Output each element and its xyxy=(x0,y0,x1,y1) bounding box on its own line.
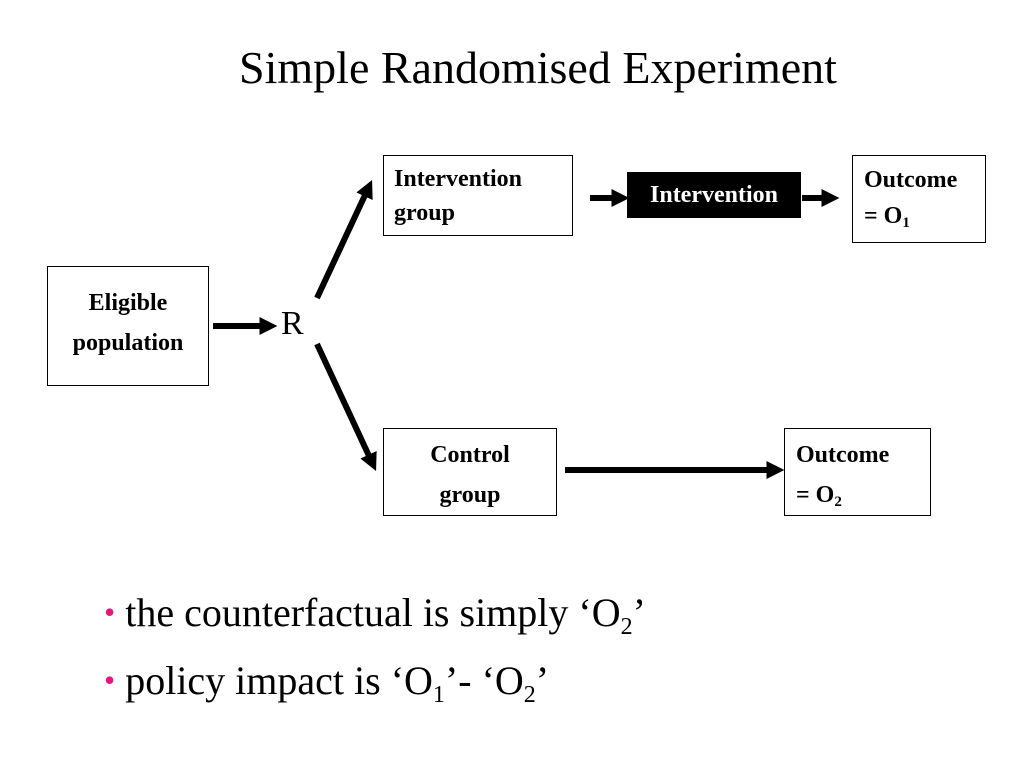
bullet-policy-impact: •policy impact is ‘O1’- ‘O2’ xyxy=(104,648,646,716)
bullet1-subscript: 2 xyxy=(620,614,633,640)
arrow-r-to-control xyxy=(314,342,377,472)
outcome1-prefix: = O xyxy=(864,203,903,229)
outcome2-line1: Outcome xyxy=(796,442,890,468)
intervention-group-box: Intervention group xyxy=(383,155,573,236)
outcome2-prefix: = O xyxy=(796,482,835,508)
randomisation-label: R xyxy=(281,305,304,342)
bullet-list: •the counterfactual is simply ‘O2’ •poli… xyxy=(104,580,646,716)
bullet-dot: • xyxy=(104,594,116,630)
bullet-counterfactual: •the counterfactual is simply ‘O2’ xyxy=(104,580,646,648)
bullet2-subscript1: 1 xyxy=(432,682,445,708)
outcome1-line2: = O1 xyxy=(864,198,985,234)
outcome1-subscript: 1 xyxy=(902,215,910,231)
bullet1-end: ’ xyxy=(632,590,646,635)
outcome2-box: Outcome = O2 xyxy=(784,428,931,516)
bullet-dot: • xyxy=(104,662,116,698)
eligible-line2: population xyxy=(72,330,184,356)
bullet1-text: the counterfactual is simply ‘O xyxy=(125,590,621,635)
outcome1-line1: Outcome xyxy=(864,167,958,193)
bullet2-mid: ’- ‘O xyxy=(444,658,524,703)
eligible-line1: Eligible xyxy=(88,290,168,316)
control-group-line1: Control xyxy=(430,442,510,468)
outcome2-line2: = O2 xyxy=(796,475,930,515)
page-title: Simple Randomised Experiment xyxy=(239,42,837,93)
intervention-group-line2: group xyxy=(394,200,455,226)
control-group-box: Control group xyxy=(383,428,557,516)
intervention-step-box: Intervention xyxy=(627,172,801,218)
control-group-line2: group xyxy=(439,482,501,508)
bullet2-end: ’ xyxy=(535,658,550,703)
bullet2-text: policy impact is ‘O xyxy=(125,658,433,703)
bullet2-subscript2: 2 xyxy=(523,682,536,708)
eligible-population-box: Eligible population xyxy=(47,266,209,386)
arrow-r-to-intervention xyxy=(314,179,373,300)
outcome1-box: Outcome = O1 xyxy=(852,155,986,243)
intervention-group-line1: Intervention xyxy=(394,166,522,192)
outcome2-subscript: 2 xyxy=(834,494,842,510)
